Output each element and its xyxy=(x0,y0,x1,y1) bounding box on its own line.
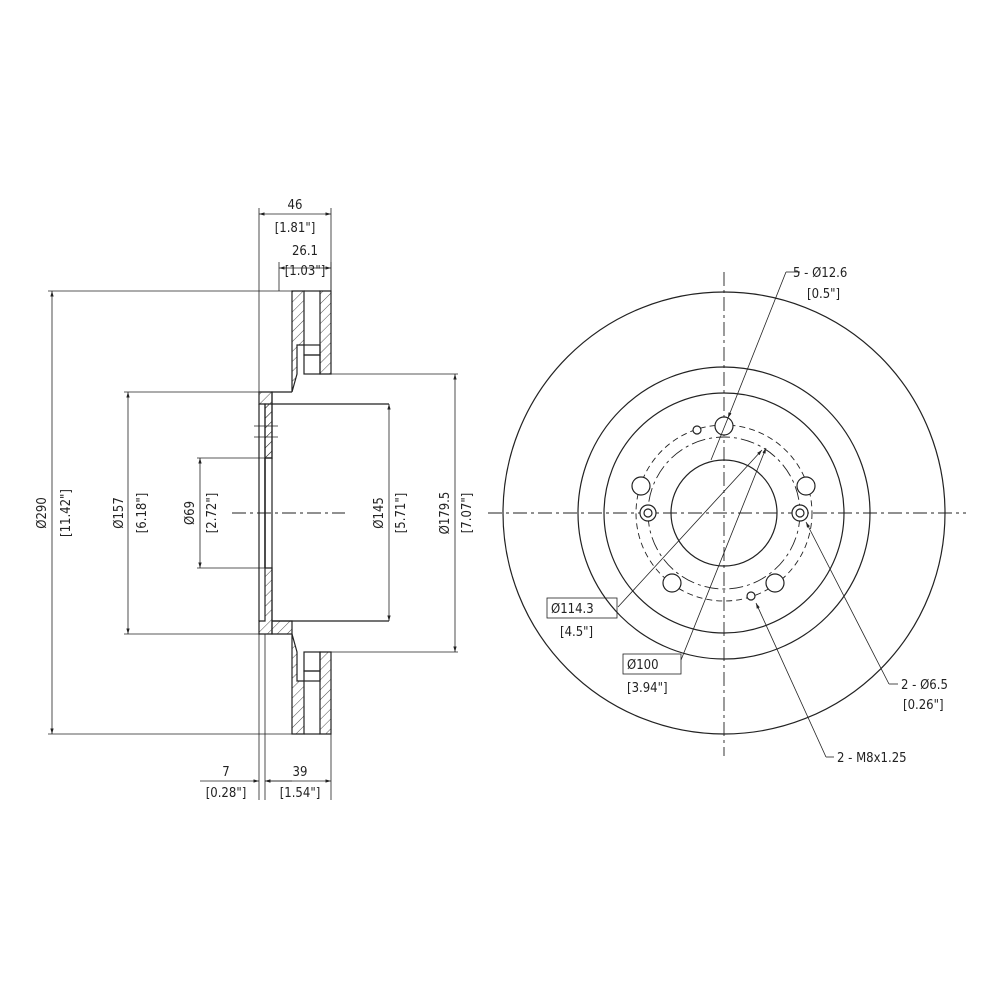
lower-vane-2 xyxy=(303,670,321,682)
lower-outboard-plate xyxy=(291,633,305,735)
rotor-thickness-inch: [1.03"] xyxy=(285,264,326,279)
hat-height-value: 39 xyxy=(293,765,308,780)
side-view: 46 [1.81"] 26.1 [1.03"] Ø290 [11.42"] Ø1… xyxy=(35,198,475,801)
locator-holes-value: 2 - Ø6.5 xyxy=(901,678,948,693)
inner-diameter-value: Ø145 xyxy=(372,497,387,529)
bolt-hole-1 xyxy=(714,416,734,436)
width-total-inch: [1.81"] xyxy=(275,221,316,236)
upper-inboard-plate xyxy=(319,290,332,375)
bolt-hole-3 xyxy=(765,573,785,593)
bolt-holes-inch: [0.5"] xyxy=(807,287,840,302)
hat-diameter-inch: [6.18"] xyxy=(135,493,150,534)
center-bore-circle xyxy=(670,459,778,567)
width-total-value: 46 xyxy=(288,198,303,213)
friction-inner-inch: [7.07"] xyxy=(460,493,475,534)
screw-hole-1 xyxy=(692,425,702,435)
center-bore-value: Ø69 xyxy=(183,501,198,525)
bolt-hole-4 xyxy=(662,573,682,593)
locator-hole-1-inner xyxy=(643,508,653,518)
upper-outboard-plate xyxy=(291,290,305,393)
friction-inner-circle xyxy=(577,366,871,660)
hat-diameter-value: Ø157 xyxy=(112,497,127,529)
screw-holes-value: 2 - M8x1.25 xyxy=(837,751,907,766)
lower-flange xyxy=(258,567,273,635)
bolt-circle-small-box xyxy=(622,653,682,675)
flange-thickness-inch: [0.28"] xyxy=(206,786,247,801)
upper-vane xyxy=(303,344,321,356)
bolt-holes-value: 5 - Ø12.6 xyxy=(793,266,847,281)
inner-diameter-inch: [5.71"] xyxy=(394,493,409,534)
bolt-circle-large-inch: [4.5"] xyxy=(560,625,593,640)
bolt-hole-5 xyxy=(631,476,651,496)
outer-diameter-inch: [11.42"] xyxy=(59,489,74,537)
bolt-circle-large-value: Ø114.3 xyxy=(551,602,594,617)
screw-hole-2 xyxy=(746,591,756,601)
locator-holes-inch: [0.26"] xyxy=(903,698,944,713)
lower-vane xyxy=(303,651,321,672)
bolt-circle-small-inch: [3.94"] xyxy=(627,681,668,696)
bolt-circle-small-value: Ø100 xyxy=(627,658,659,673)
lower-inboard-plate xyxy=(319,651,332,735)
upper-flange xyxy=(258,391,273,459)
upper-vane-2 xyxy=(303,354,321,375)
outer-edge-circle xyxy=(502,291,946,735)
front-view: 5 - Ø12.6 [0.5"] Ø114.3 [4.5"] Ø100 [3.9… xyxy=(488,266,966,766)
friction-inner-value: Ø179.5 xyxy=(438,492,453,535)
rotor-thickness-value: 26.1 xyxy=(292,244,318,259)
outer-diameter-value: Ø290 xyxy=(35,497,50,529)
center-bore-inch: [2.72"] xyxy=(205,493,220,534)
hat-outer-circle xyxy=(603,392,845,634)
hat-height-inch: [1.54"] xyxy=(280,786,321,801)
flange-thickness-value: 7 xyxy=(222,765,229,780)
locator-hole-2-inner xyxy=(795,508,805,518)
bolt-hole-2 xyxy=(796,476,816,496)
bolt-circle-large-box xyxy=(546,597,618,619)
lower-hat-wall xyxy=(271,568,293,635)
